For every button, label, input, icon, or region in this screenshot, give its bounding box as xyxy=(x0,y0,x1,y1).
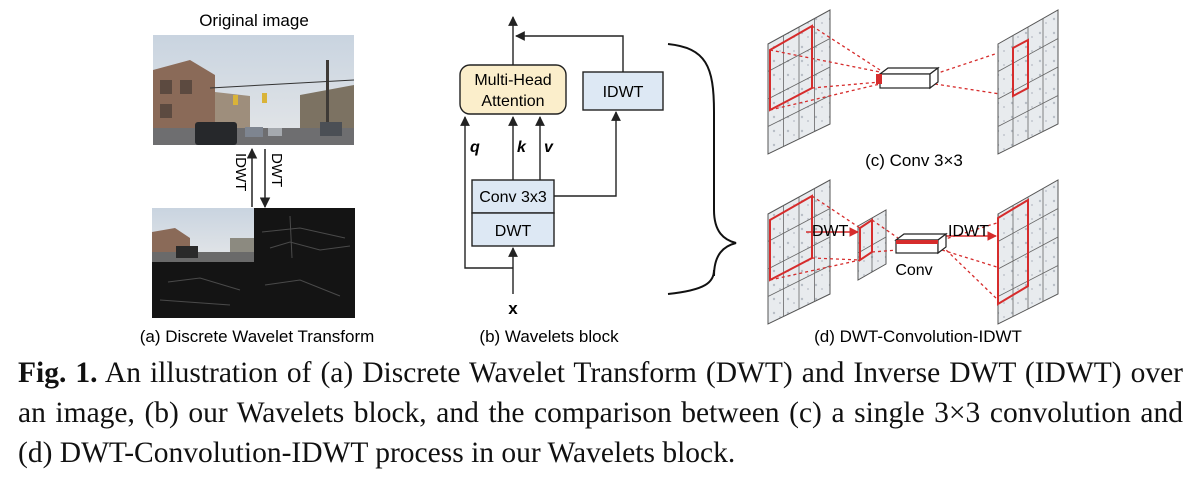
idwt-label-a: IDWT xyxy=(232,153,249,191)
dwt-label-d: DWT xyxy=(812,223,849,240)
v-label: v xyxy=(544,139,554,156)
brace xyxy=(667,43,737,295)
dwt-label-b: DWT xyxy=(495,223,532,240)
output-grid-c xyxy=(997,9,1059,155)
attention-label-line2: Attention xyxy=(481,93,544,110)
k-label: k xyxy=(517,139,527,156)
panel-c: (c) Conv 3×3 xyxy=(767,9,1059,170)
conv-box xyxy=(471,179,555,214)
conv-kernel-d xyxy=(894,232,948,255)
figure-1: Original image IDWT DWT xyxy=(140,9,1059,346)
figure-caption: Fig. 1. An illustration of (a) Discrete … xyxy=(18,353,1183,473)
panel-d-caption: (d) DWT-Convolution-IDWT xyxy=(814,327,1022,346)
panel-d: DWT IDWT Conv (d) DWT-Convolution-IDWT xyxy=(767,179,1059,346)
output-grid-d xyxy=(997,179,1059,325)
x-label: x xyxy=(508,299,518,318)
wavelet-arrows xyxy=(460,16,624,294)
panel-c-caption: (c) Conv 3×3 xyxy=(865,151,963,170)
dwt-label-a: DWT xyxy=(268,153,285,187)
idwt-label-d: IDWT xyxy=(948,223,989,240)
input-grid-d xyxy=(767,179,831,325)
conv-kernel-c xyxy=(876,66,940,90)
q-label: q xyxy=(470,139,480,156)
input-grid-c xyxy=(767,9,831,155)
dwt-image xyxy=(152,208,355,318)
idwt-label-b: IDWT xyxy=(603,84,644,101)
original-image-title: Original image xyxy=(199,11,309,30)
dwt-box xyxy=(471,212,555,247)
figure-caption-text: An illustration of (a) Discrete Wavelet … xyxy=(18,357,1183,469)
idwt-box xyxy=(582,71,664,111)
original-image xyxy=(153,35,355,145)
attention-label-line1: Multi-Head xyxy=(474,72,551,89)
panel-a: Original image IDWT DWT xyxy=(140,11,375,346)
panel-b-caption: (b) Wavelets block xyxy=(479,327,619,346)
panel-a-caption: (a) Discrete Wavelet Transform xyxy=(140,327,375,346)
conv-label-d: Conv xyxy=(895,262,932,279)
panel-b: Multi-Head Attention IDWT Conv 3x3 DWT q… xyxy=(459,16,664,346)
conv-label-b: Conv 3x3 xyxy=(479,189,547,206)
figure-label: Fig. 1. xyxy=(18,357,98,389)
